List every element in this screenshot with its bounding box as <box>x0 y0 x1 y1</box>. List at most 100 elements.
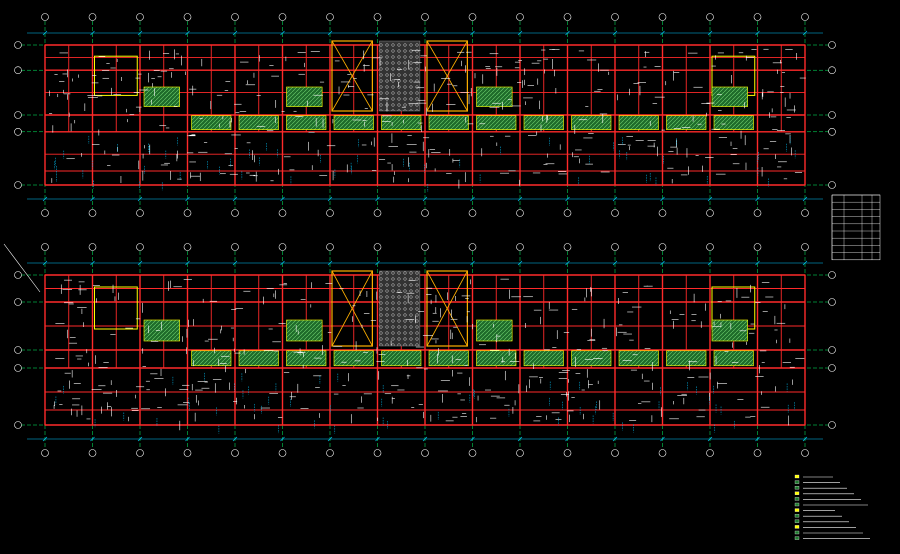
corridor-slab-panel <box>666 350 707 367</box>
axis-bubble-icon <box>706 243 714 251</box>
dimension-tick <box>137 30 143 36</box>
axis-bubble-icon <box>828 421 836 429</box>
corridor-slab-panel <box>666 115 707 130</box>
axis-bubble-icon <box>828 181 836 189</box>
room-slab-panel <box>143 319 180 342</box>
floor-plan-lower[interactable] <box>3 243 836 457</box>
axis-bubble-icon <box>14 364 22 372</box>
dimension-tick <box>707 436 713 442</box>
axis-bubble-icon <box>14 271 22 279</box>
corridor-slab-panel <box>191 115 232 130</box>
axis-bubble-icon <box>563 13 572 21</box>
dimension-tick <box>755 196 760 202</box>
axis-bubble-icon <box>41 449 49 457</box>
room-slab-panel <box>286 86 323 107</box>
axis-bubble-icon <box>14 128 22 136</box>
dimension-tick <box>280 196 285 202</box>
axis-bubble-icon <box>231 13 239 21</box>
axis-bubble-icon <box>41 209 49 217</box>
axis-bubble-icon <box>88 13 97 21</box>
legend-swatch <box>794 508 800 512</box>
floor-plan-upper[interactable] <box>14 13 836 217</box>
dimension-tick <box>375 436 380 442</box>
corridor-slab-panel <box>333 115 374 130</box>
shaft-hatch-region <box>379 40 421 112</box>
legend-swatch <box>794 497 800 501</box>
legend-swatch <box>794 530 800 535</box>
dimension-tick <box>42 30 48 36</box>
legend-swatch <box>794 525 800 529</box>
axis-bubble-icon <box>278 209 287 217</box>
axis-bubble-icon <box>516 449 524 457</box>
dimension-tick <box>375 30 380 36</box>
corridor-slab-panel <box>571 350 612 367</box>
dimension-tick <box>232 196 238 202</box>
corridor-slab-panel <box>523 115 564 130</box>
legend-notes <box>794 474 870 540</box>
axis-bubble-icon <box>563 449 572 457</box>
dimension-tick <box>232 436 238 442</box>
axis-bubble-icon <box>828 41 836 49</box>
dimension-tick <box>137 260 143 266</box>
room-slab-panel <box>143 86 180 107</box>
axis-bubble-icon <box>41 13 49 21</box>
axis-bubble-icon <box>611 209 619 217</box>
axis-bubble-icon <box>468 243 477 251</box>
axis-bubble-icon <box>801 449 809 457</box>
axis-bubble-icon <box>136 449 144 457</box>
axis-bubble-icon <box>183 13 192 21</box>
dimension-tick <box>185 436 190 442</box>
axis-bubble-icon <box>88 209 97 217</box>
axis-bubble-icon <box>706 13 714 21</box>
dimension-tick <box>90 196 95 202</box>
axis-bubble-icon <box>136 13 144 21</box>
axis-bubble-icon <box>421 13 429 21</box>
axis-bubble-icon <box>326 209 334 217</box>
dimension-tick <box>612 260 618 266</box>
axis-bubble-icon <box>183 209 192 217</box>
dimension-tick <box>565 260 570 266</box>
axis-bubble-icon <box>136 209 144 217</box>
dimension-tick <box>422 436 428 442</box>
room-slab-panel <box>286 319 323 342</box>
legend-swatch <box>794 519 800 523</box>
axis-bubble-icon <box>14 111 22 119</box>
dimension-tick <box>327 30 333 36</box>
dimension-tick <box>280 30 285 36</box>
dimension-tick <box>517 196 523 202</box>
axis-bubble-icon <box>706 209 714 217</box>
dimension-tick <box>470 260 475 266</box>
room-slab-panel <box>476 319 513 342</box>
corridor-slab-panel <box>381 115 422 130</box>
axis-bubble-icon <box>706 449 714 457</box>
axis-bubble-icon <box>658 243 667 251</box>
axis-bubble-icon <box>516 13 524 21</box>
dimension-tick <box>517 30 523 36</box>
axis-bubble-icon <box>828 346 836 354</box>
dimension-tick <box>660 260 665 266</box>
legend-swatch <box>794 480 800 484</box>
axis-bubble-icon <box>373 449 382 457</box>
axis-bubble-icon <box>231 209 239 217</box>
axis-bubble-icon <box>801 209 809 217</box>
end-room-slab <box>94 286 138 330</box>
shaft-hatch-region <box>379 270 421 347</box>
stair-symbol-icon <box>426 40 468 112</box>
dimension-tick <box>280 260 285 266</box>
dimension-tick <box>422 196 428 202</box>
axis-bubble-icon <box>468 449 477 457</box>
stair-symbol-icon <box>426 270 468 347</box>
corridor-slab-panel <box>428 350 469 367</box>
dimension-tick <box>137 436 143 442</box>
corridor-slab-panel <box>428 115 469 130</box>
axis-bubble-icon <box>658 13 667 21</box>
dimension-tick <box>707 196 713 202</box>
axis-bubble-icon <box>611 449 619 457</box>
axis-bubble-icon <box>658 449 667 457</box>
dimension-tick <box>755 30 760 36</box>
corridor-slab-panel <box>333 350 374 367</box>
corridor-slab-panel <box>286 350 327 367</box>
corridor-slab-panel <box>238 350 279 367</box>
